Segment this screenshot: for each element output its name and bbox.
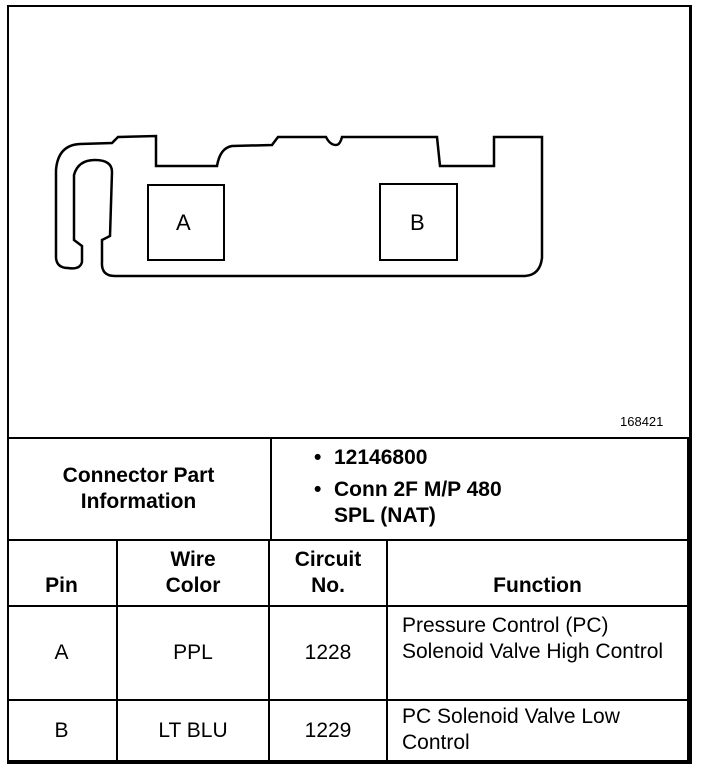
row-b-wire-color: LT BLU — [118, 701, 270, 762]
connector-outline — [54, 134, 544, 278]
row-a-wire-color: PPL — [118, 607, 270, 701]
header-circuit-no: Circuit No. — [270, 541, 388, 607]
connector-description: Conn 2F M/P 480 SPL (NAT) — [308, 477, 544, 529]
connector-diagram — [54, 134, 544, 278]
row-b-circuit: 1229 — [270, 701, 388, 762]
row-a-circuit: 1228 — [270, 607, 388, 701]
header-pin: Pin — [7, 541, 118, 607]
row-a-pin: A — [7, 607, 118, 701]
row-a-function: Pressure Control (PC) Solenoid Valve Hig… — [388, 607, 690, 701]
row-b-function: PC Solenoid Valve Low Control — [388, 701, 690, 762]
row-b-pin: B — [7, 701, 118, 762]
connector-info-values: 12146800 Conn 2F M/P 480 SPL (NAT) — [272, 439, 690, 541]
connector-info-label: Connector Part Information — [7, 439, 272, 541]
header-function: Function — [388, 541, 690, 607]
part-number: 12146800 — [308, 445, 544, 471]
pin-a-label: A — [176, 210, 191, 235]
divider — [7, 437, 690, 439]
header-wire-color: Wire Color — [118, 541, 270, 607]
document-frame — [7, 5, 692, 764]
pin-a-cavity — [147, 184, 225, 261]
figure-number: 168421 — [620, 414, 664, 429]
pin-b-label: B — [410, 210, 425, 235]
pin-b-cavity — [379, 183, 458, 261]
